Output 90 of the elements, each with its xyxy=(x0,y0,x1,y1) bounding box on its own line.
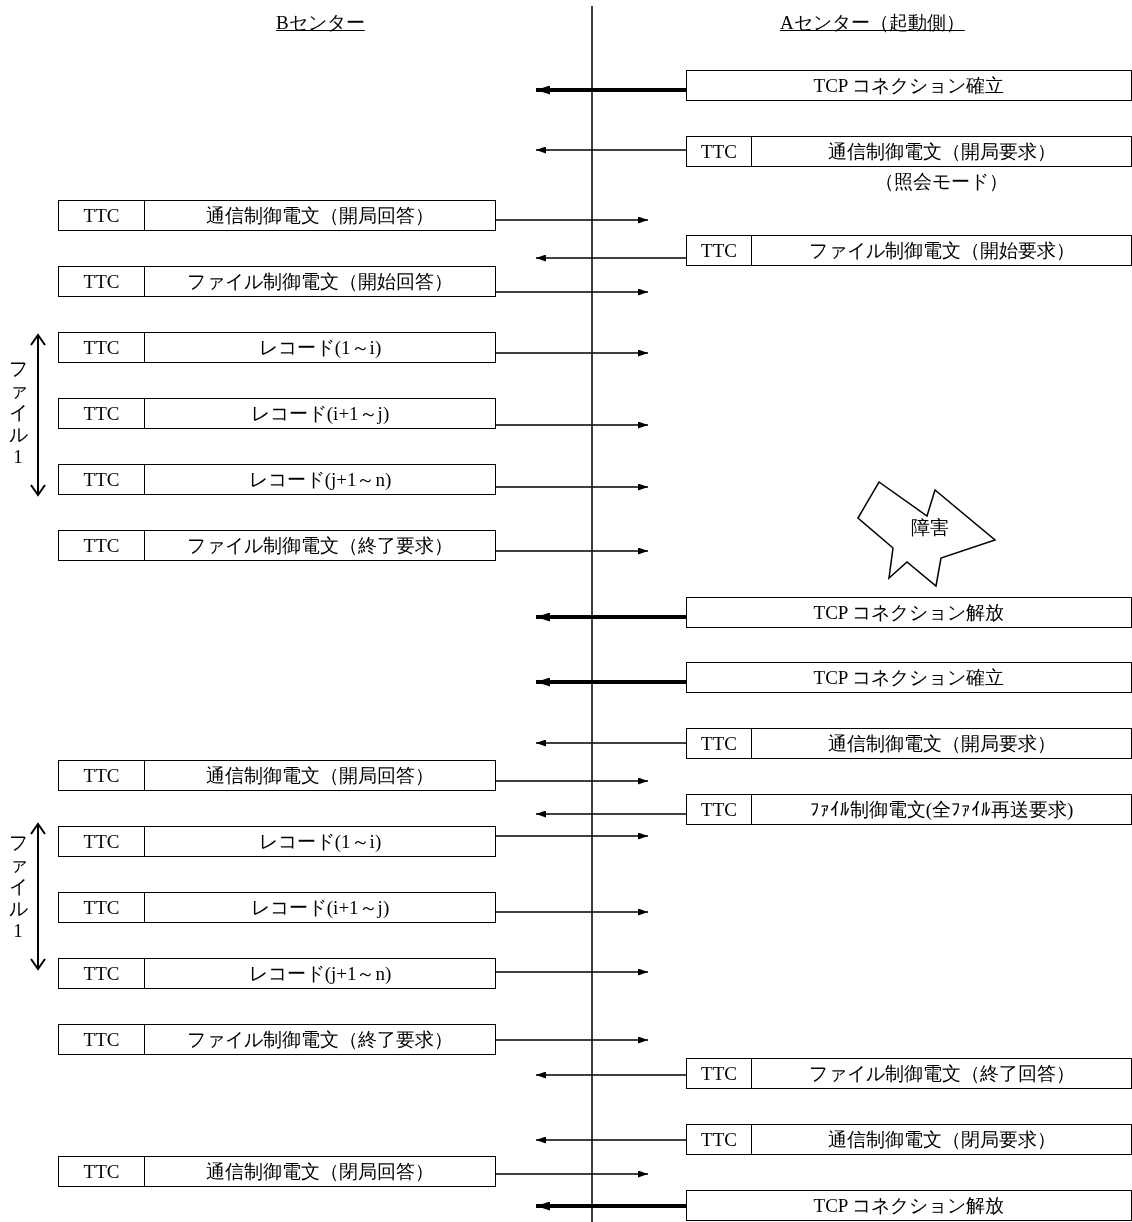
message-box xyxy=(58,266,496,297)
message-box xyxy=(58,200,496,231)
code-label: TTC xyxy=(59,893,145,922)
message-label: ファイル制御電文（終了要求） xyxy=(186,1027,454,1052)
arrow xyxy=(495,1036,649,1044)
message-box xyxy=(686,70,1132,101)
code-label: TTC xyxy=(59,531,145,560)
message-label: レコード(1～i) xyxy=(257,829,383,854)
message-label: レコード(j+1～n) xyxy=(247,467,393,492)
message-label: 通信制御電文（開局回答） xyxy=(205,203,435,228)
code-label: TTC xyxy=(687,1059,752,1088)
arrow xyxy=(495,288,649,296)
code-label: TTC xyxy=(59,959,145,988)
code-label: TTC xyxy=(687,137,752,166)
message-box xyxy=(686,728,1132,759)
message-label: ファイル制御電文（開始回答） xyxy=(186,269,454,294)
code-label: TTC xyxy=(59,201,145,230)
message-label: レコード(j+1～n) xyxy=(247,961,393,986)
vertical-label: ファイル1 xyxy=(8,832,28,942)
code-label: TTC xyxy=(687,236,752,265)
arrow xyxy=(535,810,687,818)
code-label: TTC xyxy=(59,1025,145,1054)
message-box xyxy=(686,1190,1132,1221)
message-label: ファイル制御電文（開始要求） xyxy=(807,238,1076,263)
message-box xyxy=(58,530,496,561)
code-label: TTC xyxy=(687,1125,752,1154)
message-box xyxy=(686,1058,1132,1089)
message-box xyxy=(686,235,1132,266)
message-box xyxy=(58,1024,496,1055)
column-heading: Bセンター xyxy=(276,11,365,35)
code-label: TTC xyxy=(687,729,752,758)
message-box xyxy=(58,826,496,857)
arrow xyxy=(495,483,649,491)
arrow xyxy=(495,1170,649,1178)
message-box xyxy=(686,597,1132,628)
message-label: 通信制御電文（開局要求） xyxy=(826,731,1057,756)
arrow xyxy=(495,968,649,976)
arrow xyxy=(536,1201,686,1211)
message-box xyxy=(58,1156,496,1187)
burst-text: 障害 xyxy=(911,516,949,540)
arrow xyxy=(535,1136,687,1144)
arrow xyxy=(535,146,687,154)
code-label: TTC xyxy=(59,827,145,856)
arrow xyxy=(495,908,649,916)
code-label: TTC xyxy=(59,267,145,296)
message-label: 通信制御電文（開局要求） xyxy=(826,139,1057,164)
message-box xyxy=(58,760,496,791)
arrow xyxy=(495,777,649,785)
message-box xyxy=(58,892,496,923)
message-label: TCP コネクション解放 xyxy=(812,1193,1006,1218)
arrow xyxy=(535,254,687,262)
message-label: TCP コネクション確立 xyxy=(812,665,1006,690)
message-label: TCP コネクション解放 xyxy=(812,600,1006,625)
arrow xyxy=(495,216,649,224)
arrow xyxy=(495,832,649,840)
message-box xyxy=(686,1124,1132,1155)
message-box xyxy=(58,398,496,429)
message-label: レコード(i+1～j) xyxy=(249,401,391,426)
code-label: TTC xyxy=(59,1157,145,1186)
message-label: ファイル制御電文（終了要求） xyxy=(186,533,454,558)
message-box xyxy=(686,136,1132,167)
code-label: TTC xyxy=(59,761,145,790)
message-label: 通信制御電文（開局回答） xyxy=(205,763,435,788)
arrow xyxy=(495,421,649,429)
message-label: 通信制御電文（閉局回答） xyxy=(205,1159,435,1184)
message-label: レコード(1～i) xyxy=(257,335,383,360)
message-label: TCP コネクション確立 xyxy=(812,73,1006,98)
code-label: TTC xyxy=(59,465,145,494)
arrow xyxy=(536,85,686,95)
code-label: TTC xyxy=(687,795,752,824)
message-box xyxy=(686,794,1132,825)
column-heading: Aセンター（起動側） xyxy=(780,11,965,35)
arrow xyxy=(536,677,686,687)
message-label: レコード(i+1～j) xyxy=(249,895,391,920)
arrow xyxy=(535,739,687,747)
message-label: 通信制御電文（閉局要求） xyxy=(826,1127,1057,1152)
message-label: ﾌｧｲﾙ制御電文(全ﾌｧｲﾙ再送要求) xyxy=(808,797,1075,822)
vertical-label: ファイル1 xyxy=(8,358,28,468)
message-box xyxy=(58,464,496,495)
arrow xyxy=(495,349,649,357)
message-box xyxy=(58,332,496,363)
code-label: TTC xyxy=(59,399,145,428)
message-box xyxy=(686,662,1132,693)
note-text: （照会モード） xyxy=(874,170,1008,194)
message-label: ファイル制御電文（終了回答） xyxy=(807,1061,1076,1086)
arrow xyxy=(536,612,686,622)
message-box xyxy=(58,958,496,989)
code-label: TTC xyxy=(59,333,145,362)
arrow xyxy=(495,547,649,555)
arrow xyxy=(535,1071,687,1079)
